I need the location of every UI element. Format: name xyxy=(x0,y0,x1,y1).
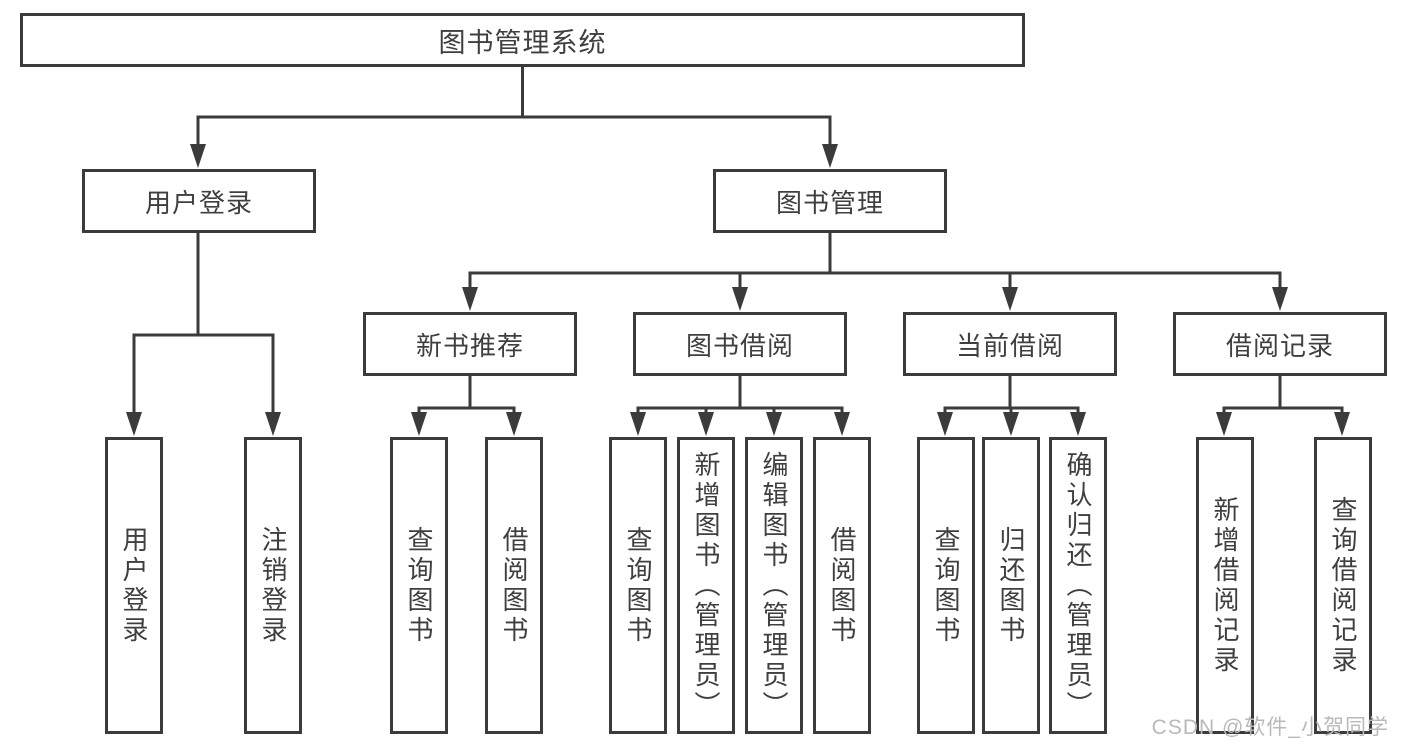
leaf-query-books-recommend: 查询图书 xyxy=(390,437,448,734)
leaf-borrow-books: 借阅图书 xyxy=(813,437,871,734)
node-user-login-label: 用户登录 xyxy=(144,187,253,218)
connector-book-management xyxy=(468,233,1282,289)
leaf-borrow-books-recommend: 借阅图书 xyxy=(485,437,543,734)
leaf-return-books-label: 归还图书 xyxy=(996,525,1026,646)
node-book-management: 图书管理 xyxy=(713,169,947,233)
leaf-add-borrow-record: 新增借阅记录 xyxy=(1196,437,1254,734)
node-new-book-recommend-label: 新书推荐 xyxy=(415,330,524,361)
connector-new-book-recommend xyxy=(417,376,516,414)
leaf-user-login-label: 用户登录 xyxy=(119,525,149,646)
node-user-login: 用户登录 xyxy=(82,169,316,233)
leaf-logout-label: 注销登录 xyxy=(258,525,288,646)
leaf-query-books-recommend-label: 查询图书 xyxy=(404,525,434,646)
leaf-user-login: 用户登录 xyxy=(105,437,163,734)
node-root-label: 图书管理系统 xyxy=(438,27,607,58)
leaf-add-borrow-record-label: 新增借阅记录 xyxy=(1210,495,1240,676)
arrowheads xyxy=(126,144,1350,436)
leaf-return-books: 归还图书 xyxy=(982,437,1040,734)
connector-current-borrow xyxy=(943,376,1080,414)
node-book-borrow: 图书借阅 xyxy=(633,312,847,376)
node-book-borrow-label: 图书借阅 xyxy=(685,330,794,361)
leaf-query-borrow-record: 查询借阅记录 xyxy=(1314,437,1372,734)
connector-user-login xyxy=(132,233,275,414)
connector-book-borrow xyxy=(636,376,844,414)
csdn-watermark: CSDN @软件_小贺同学 xyxy=(1151,716,1389,739)
node-borrow-records: 借阅记录 xyxy=(1173,312,1387,376)
node-borrow-records-label: 借阅记录 xyxy=(1225,330,1334,361)
leaf-add-book-admin: 新增图书（管理员） xyxy=(677,437,735,734)
node-current-borrow: 当前借阅 xyxy=(903,312,1117,376)
node-book-management-label: 图书管理 xyxy=(775,187,884,218)
leaf-query-books-current-label: 查询图书 xyxy=(931,525,961,646)
node-current-borrow-label: 当前借阅 xyxy=(955,330,1064,361)
leaf-query-books-borrow-label: 查询图书 xyxy=(623,525,653,646)
leaf-confirm-return-admin: 确认归还（管理员） xyxy=(1049,437,1107,734)
node-root: 图书管理系统 xyxy=(20,13,1025,67)
leaf-query-books-current: 查询图书 xyxy=(917,437,975,734)
leaf-query-books-borrow: 查询图书 xyxy=(609,437,667,734)
leaf-confirm-return-admin-label: 确认归还（管理员） xyxy=(1063,450,1093,721)
node-new-book-recommend: 新书推荐 xyxy=(363,312,577,376)
leaf-borrow-books-recommend-label: 借阅图书 xyxy=(499,525,529,646)
leaf-query-borrow-record-label: 查询借阅记录 xyxy=(1328,495,1358,676)
leaf-borrow-books-label: 借阅图书 xyxy=(827,525,857,646)
leaf-edit-book-admin: 编辑图书（管理员） xyxy=(745,437,803,734)
connector-borrow-records xyxy=(1222,376,1344,414)
leaf-logout: 注销登录 xyxy=(244,437,302,734)
leaf-edit-book-admin-label: 编辑图书（管理员） xyxy=(759,450,789,721)
connector-root xyxy=(196,67,832,146)
leaf-add-book-admin-label: 新增图书（管理员） xyxy=(691,450,721,721)
